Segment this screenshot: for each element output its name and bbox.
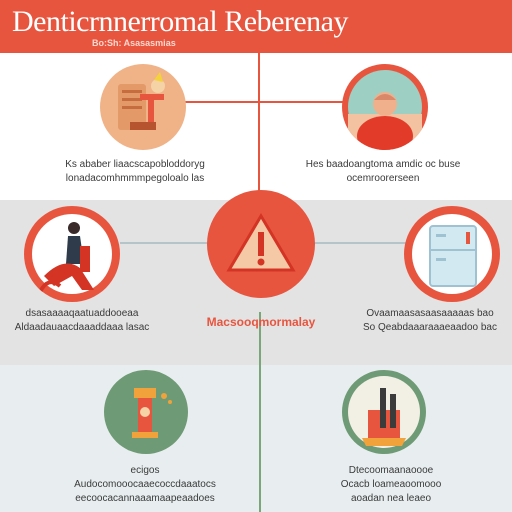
connector-line-mid-right: [312, 242, 412, 244]
bottom-band: [0, 365, 512, 512]
emergency-worker-icon: [24, 206, 120, 302]
connector-line-bottom: [259, 312, 261, 512]
top-left-caption-line-1: Ks ababer liaacscapobloddoryg: [65, 159, 205, 170]
center-label: Macsooqmormalay: [206, 315, 316, 329]
page-title: Denticrnnerromal Reberenay: [12, 6, 349, 38]
bottom-left-caption-line-2: Audocomooocaaecoccdaaatocs: [74, 479, 216, 490]
mid-right-caption-line-2: So Qeabdaaaraaaeaadoo bac: [362, 322, 497, 333]
top-left-caption-line-2: lonadacomhmmmpegoloalo las: [65, 173, 205, 184]
mid-left-caption-line-2: Aldaadauaacdaaaddaaa lasac: [14, 322, 150, 333]
bottom-right-caption-line-2: Ocacb loameaoomooo: [340, 479, 442, 490]
bottom-left-caption-line-3: eecoocacannaaamaapeaadoes: [75, 493, 215, 504]
connector-line-mid-left: [120, 242, 210, 244]
medical-tools-icon: [104, 370, 188, 454]
bottom-right-caption-line-1: Dtecoomaanaoooe: [348, 465, 434, 476]
refrigerator-icon: [404, 206, 500, 302]
top-band: [0, 53, 512, 200]
top-right-caption-line-1: Hes baadoangtoma amdic oc buse: [305, 159, 461, 170]
dental-instruments-icon: [342, 370, 426, 454]
connector-line-top: [258, 53, 260, 203]
warning-triangle-icon: [207, 190, 315, 298]
doctor-desk-icon: [100, 64, 186, 150]
header-band: [0, 0, 512, 53]
mid-left-caption-line-1: dsasaaaaqaatuaddooeaa: [25, 308, 139, 319]
person-avatar-icon: [342, 64, 428, 150]
connector-line-horizontal-top: [170, 101, 350, 103]
mid-right-caption-line-1: Ovaamaasasaasaaaaas bao: [366, 308, 494, 319]
bottom-left-caption-line-1: ecigos: [130, 465, 160, 476]
bottom-right-caption-line-3: aoadan nea leaeo: [350, 493, 432, 504]
page-subtitle: Bo:Sh: Asasasmias: [92, 38, 176, 48]
top-right-caption-line-2: ocemroorerseen: [346, 173, 420, 184]
